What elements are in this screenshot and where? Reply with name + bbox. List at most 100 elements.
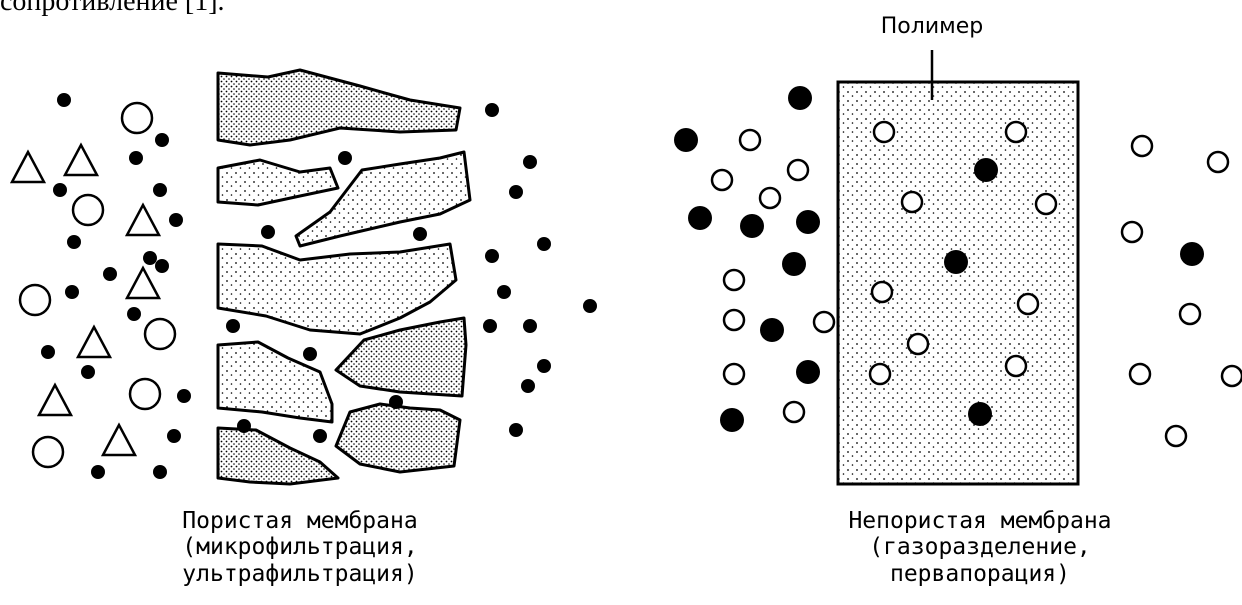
small-dot-particle [127,307,141,321]
open-circle-particle [874,122,894,142]
small-dot-particle [523,155,537,169]
small-dot-particle [483,319,497,333]
porous-membrane [218,70,470,484]
small-dot-particle [81,365,95,379]
triangle-particle [65,145,97,175]
small-dot-particle [523,319,537,333]
filled-circle-particle [968,402,992,426]
caption-line: ультрафильтрация) [90,561,510,587]
small-dot-particle [129,151,143,165]
caption-line: первапорация) [770,561,1190,587]
open-circle-particle [1122,222,1142,242]
small-dot-particle [338,151,352,165]
triangle-particle [103,425,135,455]
small-particles-feed [41,93,191,479]
filled-circle-particle [782,252,806,276]
triangle-particle [39,385,71,415]
small-dot-particle [485,249,499,263]
filled-circle-particle [788,86,812,110]
open-circle-particle [724,310,744,330]
small-dot-particle [153,183,167,197]
open-circle-particle [1208,152,1228,172]
filled-circle-particle [674,128,698,152]
small-dot-particle [313,429,327,443]
small-dot-particle [521,379,535,393]
porous-membrane-caption: Пористая мембрана (микрофильтрация, ульт… [90,508,510,587]
small-dot-particle [67,235,81,249]
small-dot-particle [509,423,523,437]
triangle-particle [78,327,110,357]
small-dot-particle [497,285,511,299]
small-dot-particle [177,389,191,403]
small-dot-particle [485,103,499,117]
small-dot-particle [53,183,67,197]
small-dot-particle [413,227,427,241]
open-circle-particle [712,170,732,190]
caption-title: Пористая мембрана [90,508,510,534]
filled-particles-permeate [1180,242,1204,266]
open-circle-particle [784,402,804,422]
triangle-particle [127,205,159,235]
filled-circle-particle [796,360,820,384]
small-dot-particle [41,345,55,359]
open-circle-particle [145,319,175,349]
triangle-particle [127,268,159,298]
caption-line: (микрофильтрация, [90,534,510,560]
membrane-fragment [336,404,460,472]
open-circle-particle [1130,364,1150,384]
filled-circle-particle [688,206,712,230]
small-dot-particle [167,429,181,443]
small-dot-particle [169,213,183,227]
nonporous-membrane-caption: Непористая мембрана (газоразделение, пер… [770,508,1190,587]
filled-circle-particle [974,158,998,182]
open-circle-particle [908,334,928,354]
small-dot-particle [57,93,71,107]
open-circle-particle [1180,304,1200,324]
filled-circle-particle [796,210,820,234]
small-dot-particle [583,299,597,313]
open-circle-particle [902,192,922,212]
filled-circle-particle [944,250,968,274]
membrane-fragment [218,70,460,145]
open-circle-particle [1166,426,1186,446]
open-circle-particle [870,364,890,384]
open-circle-particle [1006,356,1026,376]
open-circle-particle [1036,194,1056,214]
small-dot-particle [103,267,117,281]
filled-circle-particle [720,408,744,432]
open-circle-particle [724,364,744,384]
open-circle-particle [1006,122,1026,142]
open-circle-particle [724,270,744,290]
open-circle-particle [1222,366,1242,386]
open-circle-particle [33,437,63,467]
small-dot-particle [155,133,169,147]
polymer-label: Полимер [862,14,1002,39]
open-circle-particle [122,103,152,133]
caption-title: Непористая мембрана [770,508,1190,534]
filled-circle-particle [740,214,764,238]
filled-circle-particle [760,318,784,342]
small-particles-permeate [483,103,597,437]
caption-line: (газоразделение, [770,534,1190,560]
small-dot-particle [389,395,403,409]
membrane-fragment [296,152,470,246]
polymer-membrane [838,82,1078,484]
open-circle-particle [872,282,892,302]
open-particles-permeate [1122,136,1242,446]
small-dot-particle [155,259,169,273]
triangle-particle [12,152,44,182]
open-circle-particle [73,195,103,225]
small-dot-particle [237,419,251,433]
open-circle-particle [130,379,160,409]
small-dot-particle [143,251,157,265]
small-dot-particle [91,465,105,479]
small-dot-particle [303,347,317,361]
open-circle-particle [788,160,808,180]
open-circle-particle [20,285,50,315]
small-dot-particle [261,225,275,239]
filled-circle-particle [1180,242,1204,266]
open-circle-particle [740,130,760,150]
small-dot-particle [537,237,551,251]
membrane-fragment [218,244,456,334]
